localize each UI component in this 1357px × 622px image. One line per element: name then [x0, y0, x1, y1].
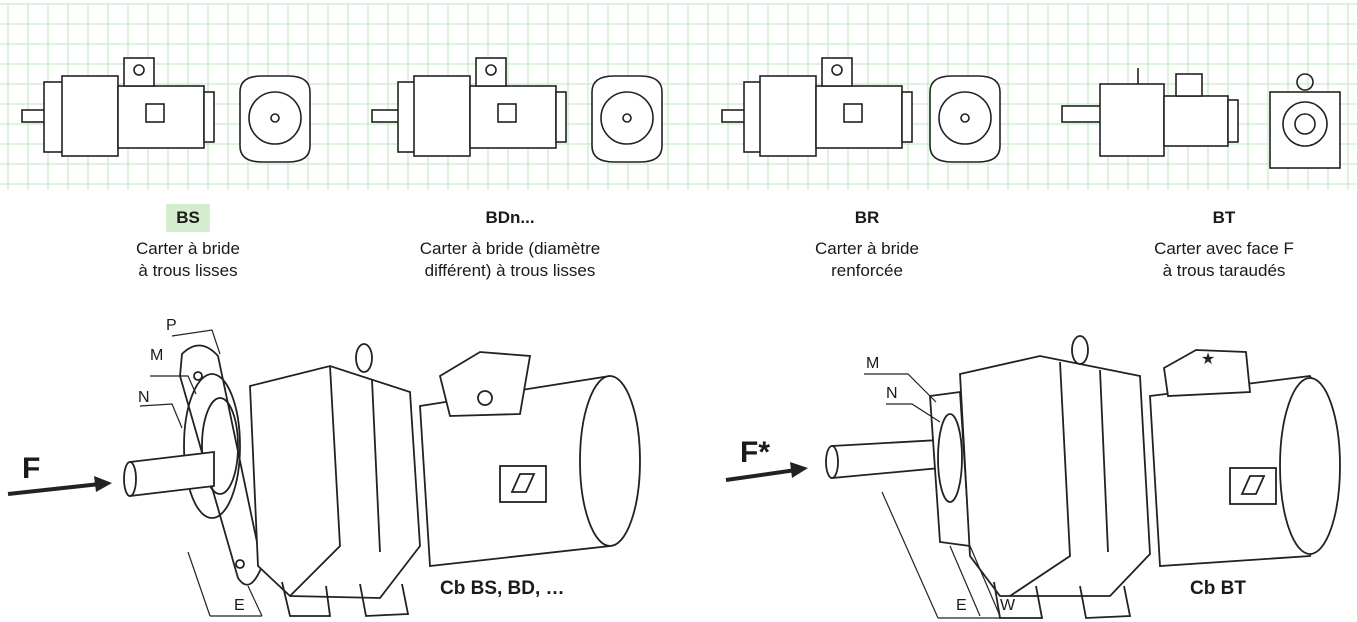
- force-label: F: [22, 452, 40, 485]
- label-e: E: [234, 597, 245, 614]
- motor-thumbnail-bs: [21, 57, 311, 163]
- variant-description-line-2: à trous lisses: [138, 261, 238, 280]
- variant-code: BT: [1212, 208, 1236, 227]
- label-p: P: [166, 317, 177, 334]
- variant-caption-bs: BS Carter à bride à trous lisses: [38, 204, 338, 282]
- variant-description-line-1: Carter avec face F: [1154, 239, 1294, 258]
- arrowhead-icon: [94, 476, 112, 492]
- variant-caption-br: BR Carter à bride renforcée: [717, 204, 1017, 282]
- label-e-right: E: [956, 597, 967, 614]
- motor-thumbnail-bdn: [371, 57, 663, 163]
- variant-code: BR: [854, 208, 880, 227]
- variant-description-line-2: à trous taraudés: [1162, 261, 1286, 280]
- variant-grid-panel: [0, 3, 1357, 190]
- variant-caption-bt: BT Carter avec face F à trous taraudés: [1074, 204, 1357, 282]
- force-arrow-icon: [7, 482, 101, 496]
- motor-illustrations: P M N E F Cb BS, BD, … ★: [7, 317, 1341, 619]
- arrowhead-icon: [790, 462, 808, 478]
- variant-code: BDn...: [485, 208, 535, 227]
- left-caption: Cb BS, BD, …: [440, 578, 565, 599]
- motor-thumbnail-br: [721, 57, 1001, 163]
- force-arrow-icon: [725, 468, 797, 482]
- force-label-right: F*: [740, 436, 770, 469]
- label-n-right: N: [886, 385, 898, 402]
- variant-description-line-1: Carter à bride: [815, 239, 919, 258]
- label-n: N: [138, 389, 150, 406]
- variant-code: BS: [166, 204, 210, 232]
- variant-caption-bdn: BDn... Carter à bride (diamètre différen…: [360, 204, 660, 282]
- label-m: M: [150, 347, 163, 364]
- label-m-right: M: [866, 355, 879, 372]
- motor-thumbnail-bt: [1061, 68, 1341, 169]
- left-dimension-lines: [139, 329, 263, 617]
- right-dimension-lines: [864, 373, 1001, 619]
- variant-description-line-2: renforcée: [831, 261, 903, 280]
- right-caption: Cb BT: [1190, 578, 1246, 599]
- motor-illustration-bt: [825, 335, 1341, 619]
- star-icon: ★: [1201, 351, 1215, 368]
- label-w: W: [1000, 597, 1016, 614]
- variant-description-line-1: Carter à bride: [136, 239, 240, 258]
- variant-description-line-2: différent) à trous lisses: [424, 261, 596, 280]
- variant-description-line-1: Carter à bride (diamètre: [419, 239, 601, 258]
- motor-illustration-bs: [123, 343, 641, 617]
